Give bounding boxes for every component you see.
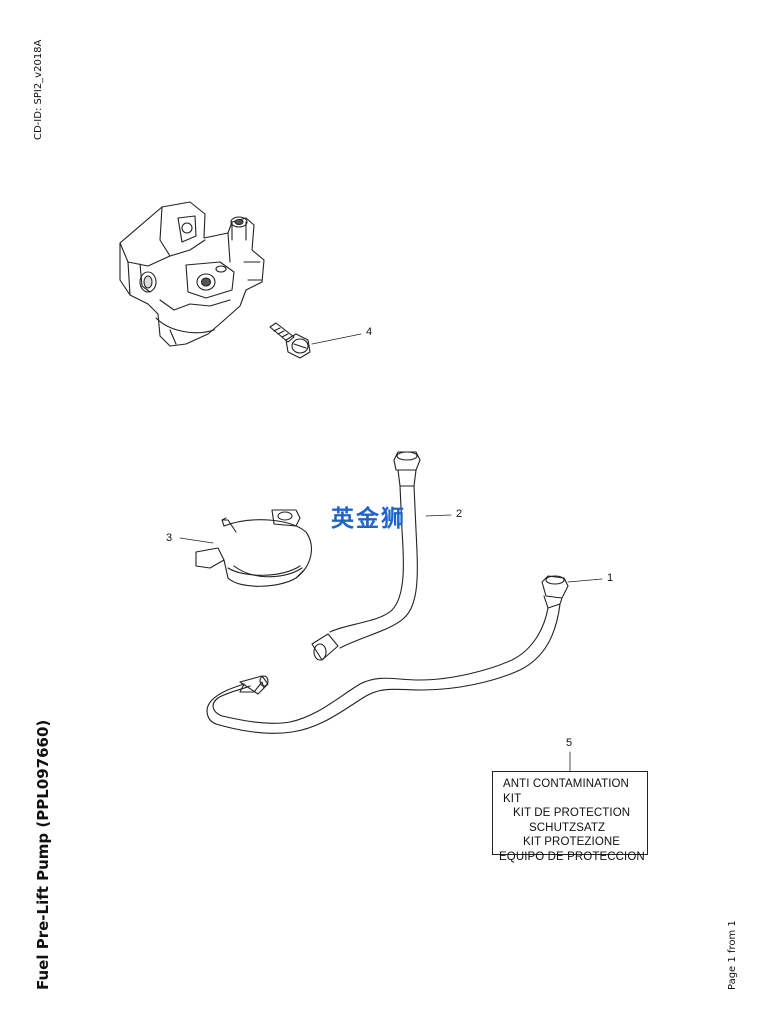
banjo-bolt xyxy=(269,322,311,359)
anti-contamination-kit-label: ANTI CONTAMINATION KIT KIT DE PROTECTION… xyxy=(492,771,648,863)
watermark: 英金狮 xyxy=(331,506,406,532)
kit-label-line-3: SCHUTZSATZ xyxy=(529,821,606,834)
callout-4: 4 xyxy=(366,326,373,338)
fuel-hose-short xyxy=(311,451,421,661)
callout-3: 3 xyxy=(166,532,173,544)
callout-5: 5 xyxy=(566,737,573,749)
fuel-pipe-long xyxy=(206,575,569,734)
kit-label-line-1: ANTI CONTAMINATION KIT xyxy=(503,778,629,805)
leader-line-2 xyxy=(425,514,452,517)
callout-2: 2 xyxy=(456,508,463,520)
kit-label-line-2: KIT DE PROTECTION xyxy=(513,807,631,819)
leader-line-4 xyxy=(311,333,362,345)
filter-head-housing xyxy=(119,201,265,347)
kit-label-line-4: KIT PROTEZIONE xyxy=(523,836,621,848)
hose-clamp xyxy=(195,509,312,587)
leader-line-1 xyxy=(567,578,603,583)
callout-1: 1 xyxy=(607,572,614,584)
leader-line-3 xyxy=(179,537,214,544)
kit-label-line-5: EQUIPO DE PROTECCION xyxy=(499,850,645,863)
